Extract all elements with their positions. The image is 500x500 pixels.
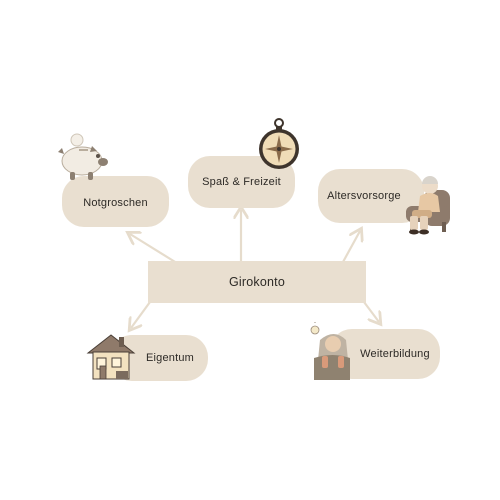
piggy-bank-icon: [58, 133, 108, 180]
arrow-to-weiterbildung: [363, 301, 379, 322]
branch-node-label: Notgroschen: [83, 196, 148, 209]
student-lightbulb-icon: [310, 322, 350, 380]
branch-node-label: Weiterbildung: [360, 348, 430, 360]
center-node-girokonto: Girokonto: [148, 261, 366, 303]
arrow-to-notgroschen: [130, 234, 181, 266]
house-icon: [86, 334, 136, 380]
branch-node-label: Spaß & Freizeit: [202, 176, 281, 188]
arrow-to-eigentum: [131, 301, 151, 328]
branch-node-notgroschen: Notgroschen: [62, 176, 169, 227]
elderly-person-armchair-icon: [406, 176, 450, 235]
branch-node-label: Altersvorsorge: [327, 190, 401, 202]
branch-node-altersvorsorge: Altersvorsorge: [318, 169, 424, 223]
compass-icon: [259, 118, 299, 169]
arrow-to-altersvorsorge: [342, 231, 360, 263]
center-node-label: Girokonto: [229, 275, 285, 289]
branch-node-label: Eigentum: [145, 352, 195, 364]
